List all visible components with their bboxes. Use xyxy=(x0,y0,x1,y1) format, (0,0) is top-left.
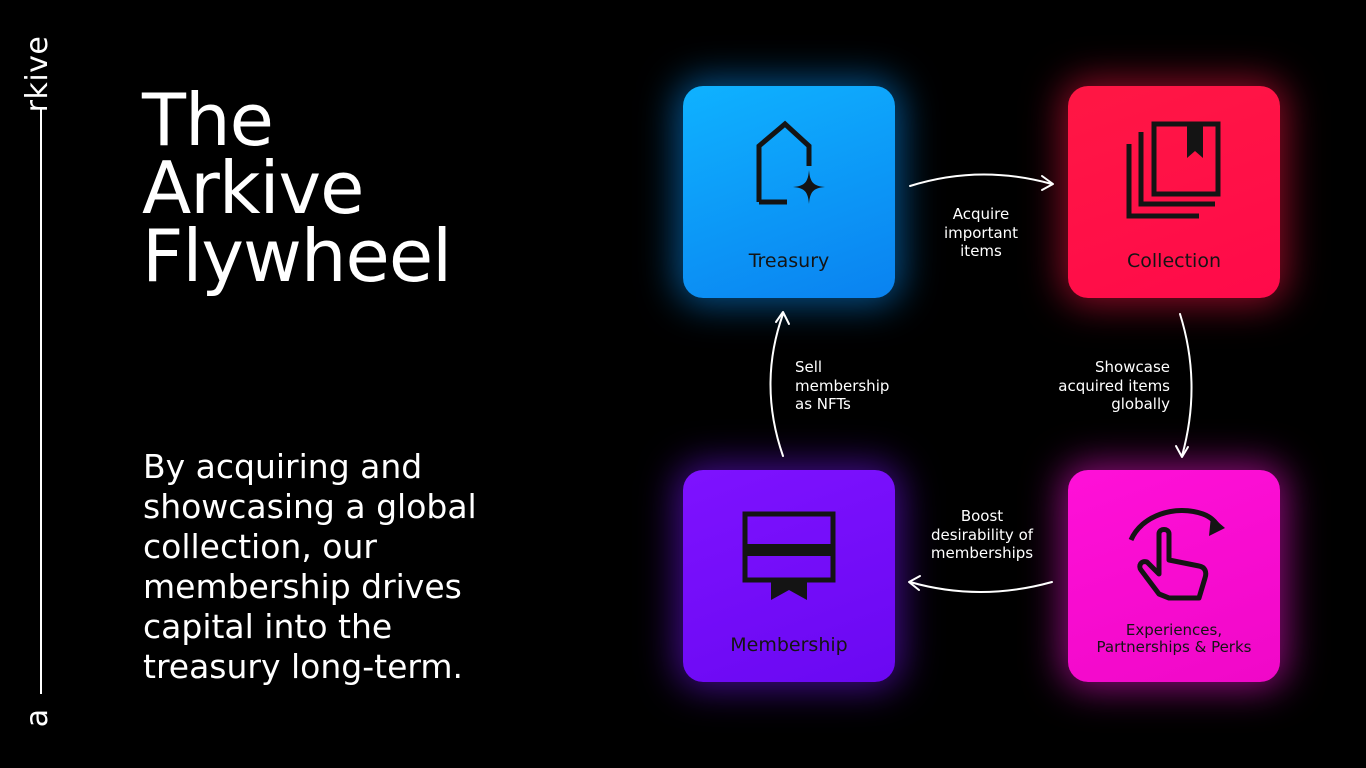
title-line: Arkive xyxy=(142,146,364,230)
experiences-label-line: Partnerships & Perks xyxy=(1096,638,1252,656)
membership-label: Membership xyxy=(730,634,848,657)
edge-label-line: membership xyxy=(795,376,890,395)
edge-label-line: desirability of xyxy=(930,525,1034,544)
edge-label-line: globally xyxy=(1111,395,1170,413)
experiences-label-line: Experiences, xyxy=(1125,621,1223,639)
collection-node: Collection xyxy=(1068,86,1280,298)
edge-label-line: Showcase xyxy=(1095,358,1170,376)
edge-label-showcase: Showcase acquired items globally xyxy=(1040,358,1170,414)
brand-rule xyxy=(40,108,42,694)
brand-wordmark: rkive xyxy=(20,35,55,113)
edge-label-line: as NFTs xyxy=(795,395,851,413)
edge-label-line: Sell xyxy=(795,358,823,376)
stacked-books-icon xyxy=(1119,120,1229,224)
experiences-node: Experiences, Partnerships & Perks xyxy=(1068,470,1280,682)
brand-rail: rkive a xyxy=(0,0,80,768)
page-title: The Arkive Flywheel xyxy=(142,78,452,298)
arrow-collection-to-experiences xyxy=(1179,313,1193,457)
certificate-ribbon-icon xyxy=(739,504,839,608)
membership-node: Membership xyxy=(683,470,895,682)
treasury-node: Treasury xyxy=(683,86,895,298)
arrow-head xyxy=(1175,445,1189,458)
tap-rotate-icon xyxy=(1119,504,1229,612)
description-text: By acquiring and showcasing a global col… xyxy=(143,447,477,686)
edge-label-line: memberships xyxy=(930,544,1034,562)
arrow-head xyxy=(775,311,790,325)
edge-label-line: Boost xyxy=(960,507,1004,525)
experiences-label: Experiences, Partnerships & Perks xyxy=(1097,622,1252,656)
edge-label-line: important xyxy=(943,223,1019,242)
arrow-membership-to-treasury xyxy=(769,313,784,457)
edge-label-line: Acquire xyxy=(952,205,1010,223)
treasury-label: Treasury xyxy=(748,250,830,273)
collection-label: Collection xyxy=(1127,250,1221,273)
edge-label-sell: Sell membership as NFTs xyxy=(795,358,915,414)
arrow-experiences-to-membership xyxy=(909,581,1053,593)
title-line: Flywheel xyxy=(142,214,452,298)
edge-label-acquire: Acquire important items xyxy=(922,205,1040,261)
edge-label-line: acquired items xyxy=(1058,376,1170,395)
edge-label-line: items xyxy=(960,242,1002,260)
brand-initial: a xyxy=(20,708,55,728)
house-sparkle-icon xyxy=(741,120,837,220)
arrow-head xyxy=(908,575,921,591)
arrow-treasury-to-collection xyxy=(909,173,1053,187)
edge-label-boost: Boost desirability of memberships xyxy=(918,507,1046,563)
title-line: The xyxy=(142,78,274,162)
arrow-head xyxy=(1041,175,1054,191)
